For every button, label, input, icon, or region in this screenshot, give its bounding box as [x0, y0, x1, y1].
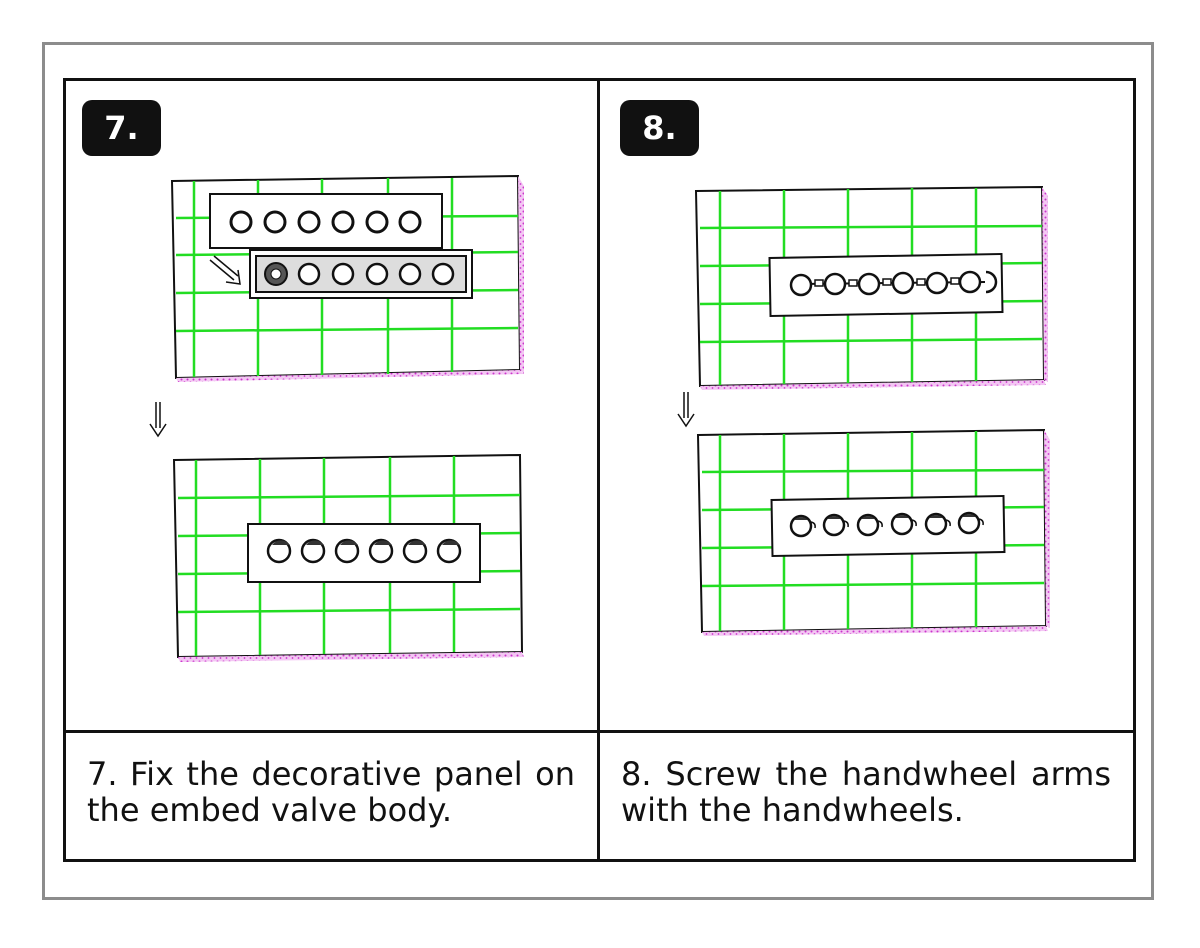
wall-8-top: [694, 185, 1048, 390]
embed-valve-body-7: [249, 249, 473, 299]
down-arrow-icon: [149, 402, 167, 438]
outer-frame: [42, 42, 1154, 900]
step-8-badge: 8.: [620, 100, 699, 156]
step-7-caption: 7. Fix the decorative panel on the embed…: [87, 755, 575, 829]
column-divider: [597, 78, 600, 862]
row-divider: [63, 730, 1136, 733]
diagonal-arrow-icon: [209, 255, 241, 285]
decorative-panel-7: [209, 193, 443, 249]
step-7-badge: 7.: [82, 100, 161, 156]
step-8-caption: 8. Screw the handwheel arms with the han…: [621, 755, 1111, 829]
wall-8-bottom: [696, 428, 1050, 636]
down-arrow-icon: [677, 392, 695, 428]
wall-7-bottom: [172, 453, 524, 662]
